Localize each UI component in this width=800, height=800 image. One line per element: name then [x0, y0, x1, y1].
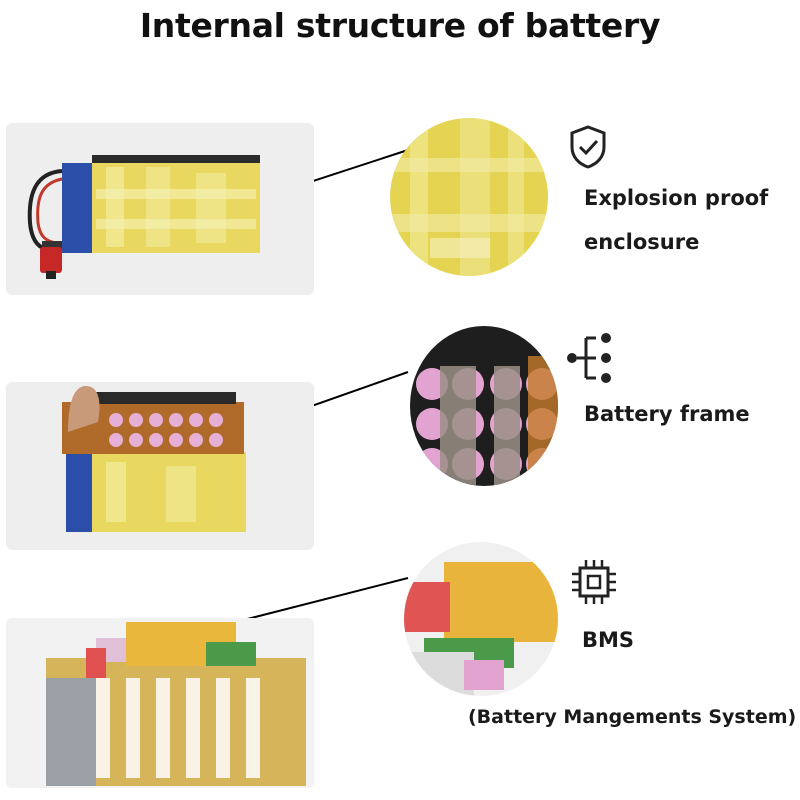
bms-texture	[404, 542, 558, 696]
enclosure-zoom-circle	[390, 118, 548, 276]
bms-photo	[6, 618, 314, 788]
frame-label: Battery frame	[584, 402, 750, 426]
bms-zoom-circle	[404, 542, 558, 696]
chip-icon	[572, 560, 616, 604]
frame-texture	[410, 326, 558, 486]
enclosure-photo	[6, 123, 314, 295]
enclosure-texture	[390, 118, 548, 276]
enclosure-label-line2: enclosure	[584, 230, 700, 254]
bms-label: BMS	[582, 628, 635, 652]
bms-pack-illustration	[46, 622, 306, 786]
frame-zoom-circle	[410, 326, 558, 486]
page-title: Internal structure of battery	[139, 6, 661, 45]
bms-full-name-label: (Battery Mangements System)	[468, 706, 797, 728]
hierarchy-structure-icon	[567, 333, 611, 383]
battery-pack-illustration	[27, 155, 260, 279]
frame-photo	[6, 382, 314, 550]
battery-frame-illustration	[62, 386, 246, 532]
enclosure-label-line1: Explosion proof	[584, 186, 769, 210]
shield-check-icon	[570, 125, 606, 169]
